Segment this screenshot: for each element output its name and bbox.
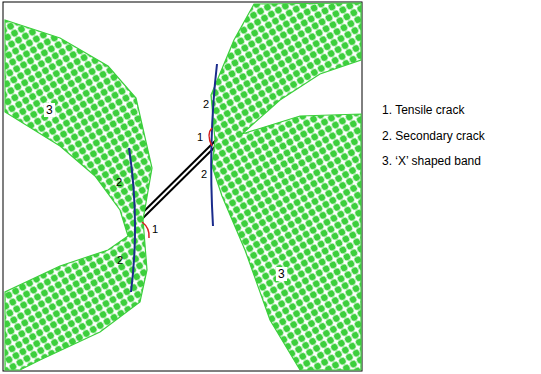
tensile-crack xyxy=(142,222,149,238)
secondary-crack xyxy=(211,64,217,226)
callout-number: 2 xyxy=(203,98,209,111)
legend-entry: 3. ‘X’ shaped band xyxy=(382,154,481,168)
legend-entry: 2. Secondary crack xyxy=(382,129,485,143)
legend-entry: 1. Tensile crack xyxy=(382,103,464,117)
callout-number: 1 xyxy=(152,223,158,236)
frame xyxy=(3,2,362,371)
x-shaped-band: 3 xyxy=(204,0,364,374)
callout-number: 1 xyxy=(197,131,203,144)
band-shape xyxy=(5,20,152,370)
secondary-crack xyxy=(129,148,135,292)
band-number: 3 xyxy=(276,267,287,281)
callout-number: 2 xyxy=(201,168,207,181)
tensile-crack xyxy=(209,128,212,146)
band-number: 3 xyxy=(44,103,55,117)
band-outline xyxy=(0,0,156,374)
band-shape xyxy=(211,3,361,370)
band-outline xyxy=(204,0,364,374)
callout-number: 2 xyxy=(116,176,122,189)
x-shaped-band: 3 xyxy=(0,0,156,374)
callout-number: 2 xyxy=(117,254,123,267)
